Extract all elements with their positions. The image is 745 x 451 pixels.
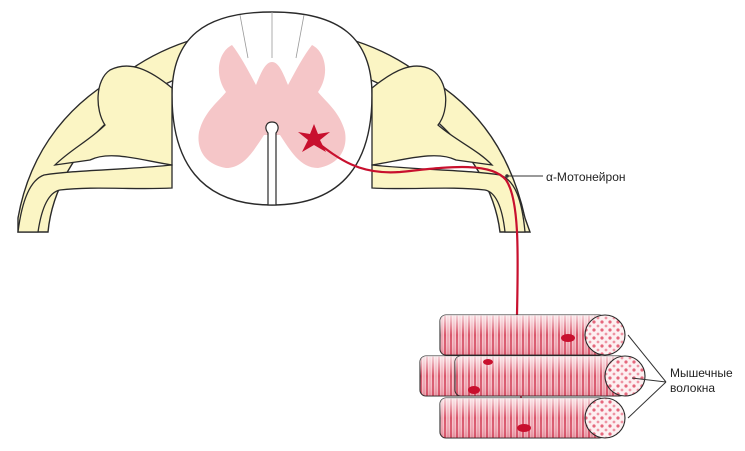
muscle-fiber: [439, 314, 626, 356]
ventral-median-fissure: [265, 121, 279, 206]
motoneuron-label: α-Мотонейрон: [546, 170, 626, 184]
left-spinal-nerve: [17, 164, 173, 233]
muscle-fiber-bundle: [419, 314, 646, 439]
left-nerve-root: [53, 65, 173, 166]
muscle-fiber: [439, 397, 626, 439]
right-spinal-nerve: [371, 164, 526, 233]
dorsal-septum-lines: [239, 12, 305, 59]
fibers-leader-lines: [627, 334, 667, 419]
muscle-fibers-label: Мышечные волокна: [670, 366, 733, 396]
motoneuron-leader-dot: [505, 174, 509, 178]
muscle-fibers-label-line2: волокна: [670, 381, 716, 395]
motor-endplates: [468, 334, 575, 432]
muscle-fibers-label-line1: Мышечные: [670, 366, 733, 380]
motoneuron-axon: [313, 139, 519, 316]
muscle-fiber: [454, 355, 646, 397]
right-nerve-root: [371, 65, 494, 166]
motoneuron-soma: [298, 124, 330, 152]
